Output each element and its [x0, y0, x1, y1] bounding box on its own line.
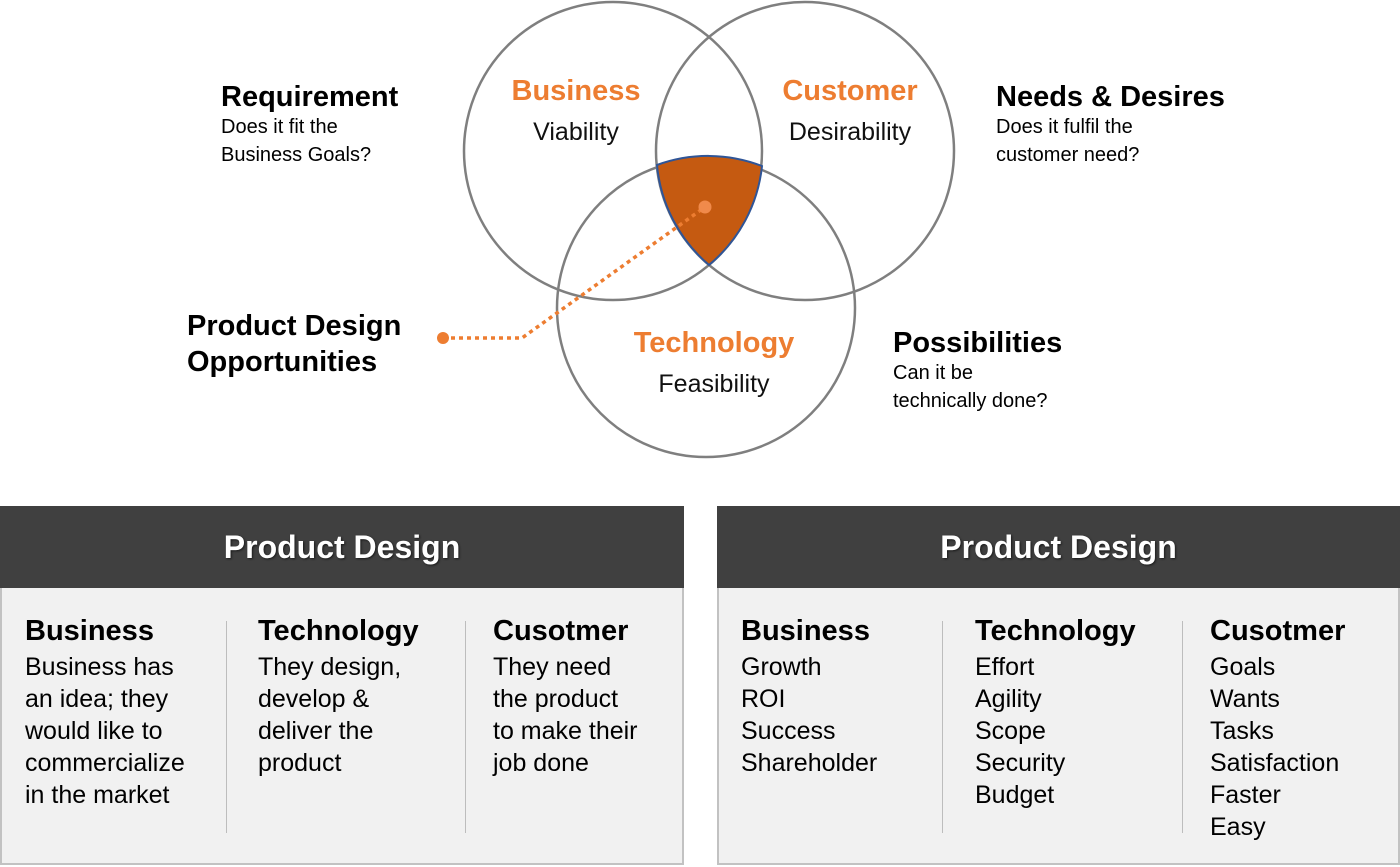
column-line: job done: [493, 749, 589, 777]
product-design-panel-2: Product Design Business Growth ROI Succe…: [717, 506, 1400, 865]
column-body: Goals Wants Tasks Satisfaction Faster Ea…: [1210, 651, 1345, 843]
column-line: Goals: [1210, 653, 1276, 681]
customer-subtitle: Desirability: [788, 118, 912, 146]
column-divider: [1182, 621, 1183, 833]
possibilities-text: Can it be technically done?: [893, 362, 1048, 412]
column-line: Easy: [1210, 813, 1266, 841]
column-title: Technology: [975, 615, 1136, 647]
panel-1-technology-column: Technology They design, develop & delive…: [258, 616, 419, 779]
column-line: in the market: [25, 781, 170, 809]
connector-end-dot: [698, 200, 712, 214]
technology-title: Technology: [633, 327, 795, 359]
column-line: Wants: [1210, 685, 1280, 713]
panel-2-header: Product Design: [717, 506, 1400, 588]
connector-line: [443, 205, 707, 340]
product-design-panel-1: Product Design Business Business has an …: [0, 506, 684, 865]
column-line: Growth: [741, 653, 822, 681]
column-line: Security: [975, 749, 1066, 777]
column-line: Tasks: [1210, 717, 1274, 745]
panel-1-business-column: Business Business has an idea; they woul…: [25, 616, 185, 811]
business-circle: [462, 0, 764, 302]
column-title: Cusotmer: [493, 615, 629, 647]
business-title: Business: [511, 75, 641, 107]
column-line: Success: [741, 717, 836, 745]
column-body: They design, develop & deliver the produ…: [258, 651, 419, 779]
column-line: Effort: [975, 653, 1035, 681]
column-title: Business: [25, 615, 154, 647]
column-line: They need: [493, 653, 612, 681]
column-line: to make their: [493, 717, 638, 745]
column-line: develop &: [258, 685, 370, 713]
possibilities-annotation: Possibilities Can it be technically done…: [893, 327, 1062, 415]
product-design-opportunities-label: Product Design Opportunities: [187, 310, 402, 378]
connector-start-dot: [437, 332, 449, 344]
column-body: They need the product to make their job …: [493, 651, 638, 779]
customer-title: Customer: [782, 75, 918, 107]
column-line: Satisfaction: [1210, 749, 1340, 777]
column-divider: [942, 621, 943, 833]
needs-annotation: Needs & Desires Does it fulfil the custo…: [996, 81, 1225, 169]
column-line: ROI: [741, 685, 786, 713]
customer-circle-label: Customer Desirability: [782, 74, 917, 147]
column-body: Effort Agility Scope Security Budget: [975, 651, 1136, 811]
column-line: Budget: [975, 781, 1055, 809]
needs-text: Does it fulfil the customer need?: [996, 116, 1140, 166]
column-line: They design,: [258, 653, 402, 681]
column-line: the product: [493, 685, 619, 713]
venn-diagram: [437, 0, 956, 459]
column-line: commercialize: [25, 749, 185, 777]
column-divider: [226, 621, 227, 833]
column-title: Business: [741, 615, 870, 647]
column-line: would like to: [25, 717, 163, 745]
panel-1-header: Product Design: [0, 506, 684, 588]
column-line: Shareholder: [741, 749, 878, 777]
column-line: Agility: [975, 685, 1042, 713]
column-title: Technology: [258, 615, 419, 647]
technology-subtitle: Feasibility: [658, 370, 770, 398]
requirement-title: Requirement: [221, 81, 399, 113]
panel-2-customer-column: Cusotmer Goals Wants Tasks Satisfaction …: [1210, 616, 1345, 843]
column-divider: [465, 621, 466, 833]
business-circle-label: Business Viability: [512, 74, 641, 147]
needs-title: Needs & Desires: [996, 81, 1225, 113]
technology-circle-label: Technology Feasibility: [634, 326, 795, 399]
requirement-annotation: Requirement Does it fit the Business Goa…: [221, 81, 398, 169]
requirement-text: Does it fit the Business Goals?: [221, 116, 372, 166]
column-line: deliver the: [258, 717, 374, 745]
column-line: an idea; they: [25, 685, 169, 713]
business-subtitle: Viability: [533, 118, 619, 146]
panel-1-customer-column: Cusotmer They need the product to make t…: [493, 616, 638, 779]
column-line: Scope: [975, 717, 1046, 745]
column-body: Growth ROI Success Shareholder: [741, 651, 877, 779]
column-line: Business has: [25, 653, 174, 681]
column-line: Faster: [1210, 781, 1281, 809]
panel-2-business-column: Business Growth ROI Success Shareholder: [741, 616, 877, 779]
column-title: Cusotmer: [1210, 615, 1346, 647]
column-body: Business has an idea; they would like to…: [25, 651, 185, 811]
possibilities-title: Possibilities: [893, 327, 1063, 359]
panel-2-technology-column: Technology Effort Agility Scope Security…: [975, 616, 1136, 811]
column-line: product: [258, 749, 342, 777]
customer-circle: [654, 0, 956, 302]
